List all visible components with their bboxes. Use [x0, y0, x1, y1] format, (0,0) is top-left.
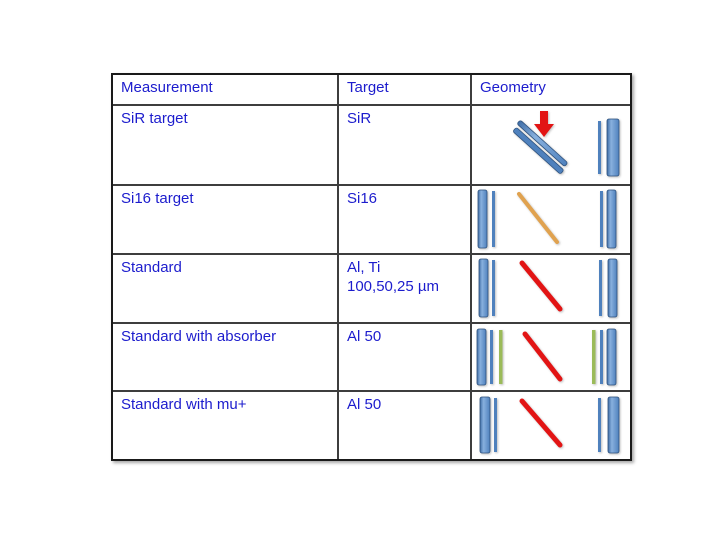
target-cell: Si16: [339, 186, 472, 255]
thin-detector-bar-icon: [494, 398, 497, 452]
target-cell: Al, Ti 100,50,25 µm: [339, 255, 472, 324]
geometry-cell: [472, 255, 630, 324]
orange-diagonal-target-icon: [517, 192, 559, 244]
target-cell: Al 50: [339, 324, 472, 392]
red-diagonal-target-icon: [519, 260, 563, 312]
thin-detector-bar-icon: [492, 260, 495, 316]
target-cell: SiR: [339, 106, 472, 186]
thick-detector-bar-icon: [606, 118, 620, 177]
measurement-cell: Standard with mu+: [113, 392, 339, 459]
geometry-cell: [472, 186, 630, 255]
thin-detector-bar-icon: [490, 330, 493, 384]
geometry-cell: [472, 392, 630, 459]
geometry-diagram-si16: [477, 189, 617, 249]
geometry-cell: [472, 106, 630, 186]
thick-detector-bar-icon: [476, 328, 487, 386]
thick-detector-bar-icon: [606, 328, 617, 386]
geometry-diagram-standard-mu: [479, 396, 620, 454]
measurement-cell: Standard with absorber: [113, 324, 339, 392]
geometry-diagram-standard-absorber: [476, 328, 617, 386]
red-diagonal-target-icon: [522, 331, 563, 382]
target-cell: Al 50: [339, 392, 472, 459]
green-absorber-bar-icon: [592, 330, 596, 384]
column-header-target: Target: [339, 75, 472, 106]
measurement-cell: Standard: [113, 255, 339, 324]
thick-detector-bar-icon: [606, 189, 617, 249]
thick-detector-bar-icon: [607, 258, 618, 318]
thin-detector-bar-icon: [600, 191, 603, 247]
geometry-diagram-sir: [513, 111, 620, 177]
thick-detector-bar-icon: [478, 258, 489, 318]
thick-detector-bar-icon: [607, 396, 620, 454]
thin-detector-bar-icon: [598, 121, 601, 174]
thin-detector-bar-icon: [599, 260, 602, 316]
thin-detector-bar-icon: [600, 330, 603, 384]
measurement-cell: Si16 target: [113, 186, 339, 255]
thin-detector-bar-icon: [492, 191, 495, 247]
column-header-measurement: Measurement: [113, 75, 339, 106]
column-header-geometry: Geometry: [472, 75, 630, 106]
down-arrow-icon: [534, 111, 554, 137]
geometry-cell: [472, 324, 630, 392]
geometry-diagram-standard: [478, 258, 618, 318]
red-diagonal-target-icon: [519, 398, 563, 448]
tilted-double-slab-icon: [513, 120, 568, 174]
measurement-cell: SiR target: [113, 106, 339, 186]
thick-detector-bar-icon: [479, 396, 491, 454]
thick-detector-bar-icon: [477, 189, 488, 249]
green-absorber-bar-icon: [499, 330, 503, 384]
measurement-table: Measurement Target Geometry SiR target S…: [111, 73, 632, 461]
thin-detector-bar-icon: [598, 398, 601, 452]
